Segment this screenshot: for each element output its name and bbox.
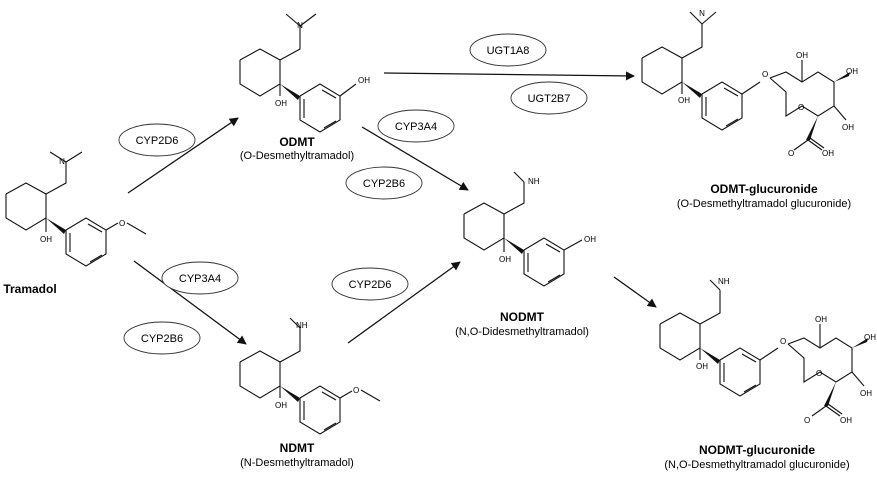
odmt-gluc-oh1-atom: OH bbox=[796, 51, 808, 60]
ndmt-nh-atom: NH bbox=[296, 321, 308, 330]
svg-text:CYP2D6: CYP2D6 bbox=[349, 279, 392, 291]
nodmt-gluc-nh-atom: NH bbox=[718, 277, 730, 286]
svg-text:CYP2B6: CYP2B6 bbox=[141, 333, 183, 345]
arrow-tramadol-to-odmt bbox=[127, 117, 239, 194]
ndmt-fullname: (N-Desmethyltramadol) bbox=[240, 457, 354, 469]
odmt-gluc-oh2-atom: OH bbox=[846, 67, 858, 76]
nodmt-gluc-o-link-atom: O bbox=[780, 337, 786, 346]
tramadol-n-atom: N bbox=[59, 157, 65, 166]
odmt-label: ODMT bbox=[279, 135, 315, 149]
odmt-oh-atom: OH bbox=[358, 76, 370, 85]
nodmt-oh-atom: OH bbox=[584, 235, 596, 244]
arrow-tramadol-to-ndmt bbox=[133, 260, 247, 345]
enzyme-cyp2b6-tram-ndmt: CYP2B6 bbox=[123, 321, 201, 355]
nodmt-glucuronide-fullname: (N,O-Desmethyltramadol glucuronide) bbox=[664, 459, 849, 471]
arrow-ndmt-to-nodmt bbox=[347, 261, 461, 344]
nodmt-gluc-carboxyl-oh-atom: OH bbox=[840, 416, 852, 425]
odmt-n-atom: N bbox=[297, 21, 303, 30]
svg-text:CYP2B6: CYP2B6 bbox=[363, 178, 405, 190]
odmt-structure: N OH OH bbox=[239, 13, 370, 133]
svg-text:CYP2D6: CYP2D6 bbox=[136, 135, 179, 147]
odmt-gluc-oh-lower-atom: OH bbox=[678, 96, 690, 105]
ndmt-structure: NH OH O bbox=[239, 317, 381, 435]
tramadol-o-atom: O bbox=[119, 219, 125, 228]
enzyme-cyp2b6-odmt-nodmt: CYP2B6 bbox=[345, 166, 423, 200]
nodmt-gluc-ring-o-atom: O bbox=[816, 369, 822, 378]
nodmt-gluc-oh-lower-atom: OH bbox=[696, 362, 708, 371]
enzyme-cyp2d6-tram-odmt: CYP2D6 bbox=[118, 123, 196, 157]
odmt-fullname: (O-Desmethyltramadol) bbox=[240, 150, 354, 162]
nodmt-gluc-oh2-atom: OH bbox=[864, 333, 876, 342]
nodmt-gluc-carboxyl-o-atom: O bbox=[804, 416, 810, 425]
enzyme-cyp2d6-ndmt-nodmt: CYP2D6 bbox=[331, 267, 409, 301]
arrow-odmt-to-glucuronide bbox=[383, 71, 635, 81]
tramadol-label: Tramadol bbox=[3, 282, 56, 296]
odmt-glucuronide-fullname: (O-Desmethyltramadol glucuronide) bbox=[677, 198, 851, 210]
arrow-nodmt-to-glucuronide bbox=[613, 276, 657, 308]
arrow-odmt-to-nodmt bbox=[361, 126, 469, 191]
ndmt-label: NDMT bbox=[280, 441, 315, 455]
odmt-gluc-o-link-atom: O bbox=[762, 70, 768, 79]
nodmt-oh-lower-atom: OH bbox=[499, 255, 511, 264]
svg-text:UGT1A8: UGT1A8 bbox=[487, 45, 530, 57]
odmt-gluc-carboxyl-oh-atom: OH bbox=[822, 149, 834, 158]
svg-text:CYP3A4: CYP3A4 bbox=[395, 121, 437, 133]
nodmt-fullname: (N,O-Didesmethyltramadol) bbox=[455, 326, 589, 338]
tramadol-oh-atom: OH bbox=[40, 235, 52, 244]
nodmt-glucuronide-label: NODMT-glucuronide bbox=[699, 443, 815, 457]
ndmt-o-atom: O bbox=[353, 386, 359, 395]
nodmt-structure: NH OH OH bbox=[463, 171, 596, 287]
tramadol-structure: N OH O bbox=[5, 151, 147, 267]
odmt-gluc-n-atom: N bbox=[699, 9, 705, 18]
odmt-glucuronide-label: ODMT-glucuronide bbox=[710, 182, 818, 196]
svg-text:CYP3A4: CYP3A4 bbox=[179, 273, 221, 285]
nodmt-nh-atom: NH bbox=[528, 177, 540, 186]
odmt-gluc-oh3-atom: OH bbox=[842, 123, 854, 132]
ndmt-oh-atom: OH bbox=[275, 401, 287, 410]
enzyme-ugt2b7: UGT2B7 bbox=[510, 81, 588, 115]
odmt-gluc-ring-o-atom: O bbox=[798, 103, 804, 112]
odmt-gluc-carboxyl-o-atom: O bbox=[788, 149, 794, 158]
nodmt-gluc-oh1-atom: OH bbox=[815, 315, 827, 324]
odmt-oh-lower-atom: OH bbox=[275, 99, 287, 108]
odmt-glucuronide-structure: N OH O O OH OH OH O OH bbox=[641, 9, 858, 158]
nodmt-gluc-oh3-atom: OH bbox=[860, 389, 872, 398]
nodmt-glucuronide-structure: NH OH O O OH OH OH O OH bbox=[659, 277, 876, 425]
enzyme-cyp3a4-odmt-nodmt: CYP3A4 bbox=[377, 109, 455, 143]
svg-text:UGT2B7: UGT2B7 bbox=[528, 93, 571, 105]
nodmt-label: NODMT bbox=[500, 310, 545, 324]
enzyme-ugt1a8: UGT1A8 bbox=[469, 33, 547, 67]
enzyme-cyp3a4-tram-ndmt: CYP3A4 bbox=[161, 261, 239, 295]
